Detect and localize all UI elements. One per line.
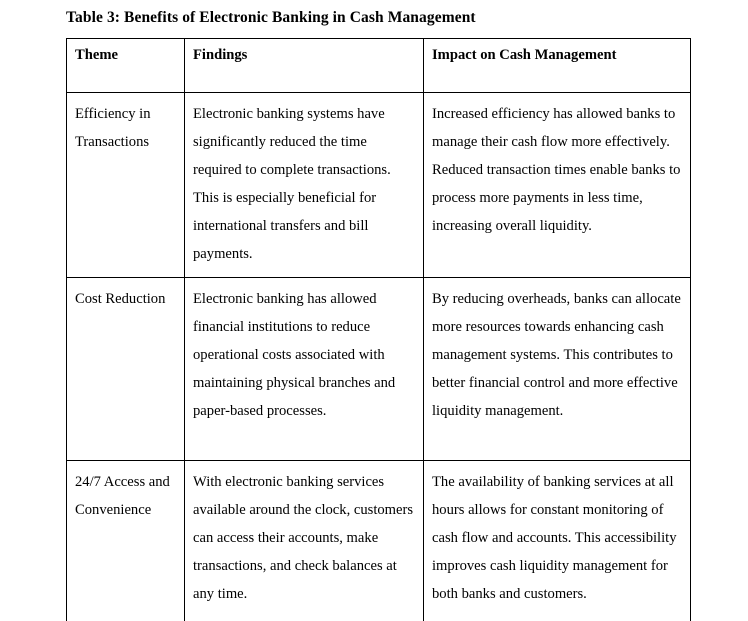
- cell-impact: Increased efficiency has allowed banks t…: [423, 92, 691, 278]
- column-header-theme: Theme: [66, 38, 185, 93]
- cell-impact: The availability of banking services at …: [423, 460, 691, 621]
- cell-findings: Electronic banking systems have signific…: [184, 92, 424, 278]
- table-row: 24/7 Access and Convenience With electro…: [66, 460, 691, 621]
- table-row: Cost Reduction Electronic banking has al…: [66, 277, 691, 461]
- table-header-row: Theme Findings Impact on Cash Management: [66, 38, 691, 93]
- table-caption: Table 3: Benefits of Electronic Banking …: [66, 9, 476, 26]
- cell-theme: 24/7 Access and Convenience: [66, 460, 185, 621]
- column-header-impact: Impact on Cash Management: [423, 38, 691, 93]
- cell-findings: Electronic banking has allowed financial…: [184, 277, 424, 461]
- benefits-table: Theme Findings Impact on Cash Management…: [66, 38, 691, 621]
- cell-findings: With electronic banking services availab…: [184, 460, 424, 621]
- table-container: Theme Findings Impact on Cash Management…: [66, 38, 691, 621]
- column-header-findings: Findings: [184, 38, 424, 93]
- cell-theme: Cost Reduction: [66, 277, 185, 461]
- cell-theme: Efficiency in Transactions: [66, 92, 185, 278]
- table-row: Efficiency in Transactions Electronic ba…: [66, 92, 691, 278]
- cell-impact: By reducing overheads, banks can allocat…: [423, 277, 691, 461]
